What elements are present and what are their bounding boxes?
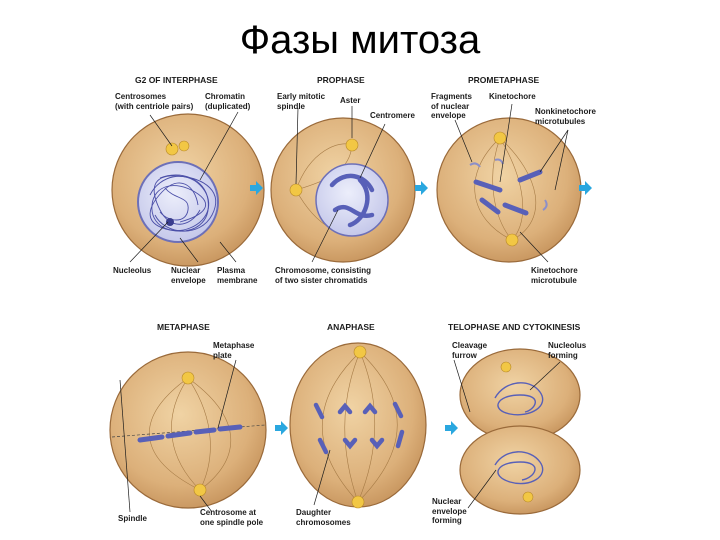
arrow-icon <box>275 421 288 435</box>
panel-title-anaphase: ANAPHASE <box>327 322 375 332</box>
panel-title-telophase: TELOPHASE AND CYTOKINESIS <box>448 322 581 332</box>
nucleolus <box>166 218 174 226</box>
label-kinetochore: Kinetochore <box>489 92 536 101</box>
arrow-icon <box>415 181 428 195</box>
cell-prophase <box>270 117 416 263</box>
label-nuclear-envelope: Nuclear envelope <box>171 266 206 285</box>
aster <box>289 138 359 197</box>
label-envelope-forming: Nuclear envelope forming <box>432 497 467 525</box>
cell-anaphase <box>289 342 427 509</box>
prometaphase-chromosomes <box>473 169 543 216</box>
label-nucleolus: Nucleolus <box>113 266 152 275</box>
metaphase-spindle <box>149 377 232 491</box>
telophase-chromatin <box>494 382 544 485</box>
nucleus <box>137 161 219 243</box>
label-daughter-chromosomes: Daughter chromosomes <box>296 508 351 527</box>
centrosome-pair <box>165 140 190 156</box>
label-fragments: Fragments of nuclear envelope <box>431 92 472 120</box>
panel-title-prometaphase: PROMETAPHASE <box>468 75 540 85</box>
label-chromatin: Chromatin (duplicated) <box>205 92 251 111</box>
label-centrosome-pole: Centrosome at one spindle pole <box>200 508 264 527</box>
cell-metaphase <box>109 351 267 509</box>
panel-title-prophase: PROPHASE <box>317 75 365 85</box>
arrow-icon <box>579 181 592 195</box>
label-chromosome: Chromosome, consisting of two sister chr… <box>275 266 372 285</box>
label-early-spindle: Early mitotic spindle <box>277 92 326 111</box>
label-nucleolus-forming: Nucleolus forming <box>548 341 587 360</box>
label-metaphase-plate: Metaphase plate <box>213 341 255 360</box>
cell-interphase <box>111 113 265 267</box>
label-nonkinetochore: Nonkinetochore microtubules <box>535 107 596 126</box>
label-kinetochore-mt: Kinetochore microtubule <box>531 266 578 285</box>
label-plasma-membrane: Plasma membrane <box>217 266 258 285</box>
daughter-chromosomes <box>313 401 405 455</box>
leader-lines <box>119 103 569 513</box>
label-centromere: Centromere <box>370 111 415 120</box>
arrow-icon <box>445 421 458 435</box>
arrow-icon <box>250 181 263 195</box>
label-centrosomes: Centrosomes (with centriole pairs) <box>115 92 194 111</box>
phase-arrows <box>250 181 592 435</box>
label-cleavage-furrow: Cleavage furrow <box>452 341 488 360</box>
label-spindle: Spindle <box>118 514 147 523</box>
cell-telophase <box>459 348 581 515</box>
slide-title: Фазы митоза <box>239 18 481 62</box>
panel-title-metaphase: METAPHASE <box>157 322 210 332</box>
label-aster: Aster <box>340 96 361 105</box>
prophase-chromosomes <box>329 173 375 228</box>
cell-prometaphase <box>436 117 582 263</box>
panel-title-interphase: G2 OF INTERPHASE <box>135 75 218 85</box>
metaphase-chromosomes <box>137 424 243 443</box>
